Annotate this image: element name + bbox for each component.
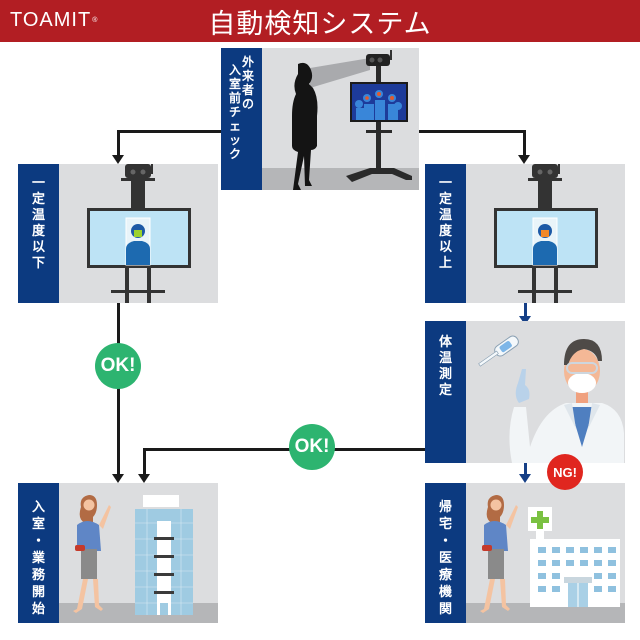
hospital-illustration (480, 495, 620, 613)
header-bar: TOAMIT® 自動検知システム (0, 0, 640, 42)
label-char: 医 (438, 551, 452, 566)
panel-enter-work: 入 室 ・ 業 務 開 始 (18, 483, 218, 623)
connector-top-left-h (117, 130, 221, 133)
connector-top-left-v (117, 130, 120, 158)
woman-icon (480, 495, 518, 613)
registered-mark: ® (92, 17, 99, 25)
label-char: 外 (242, 55, 255, 69)
label-char: 室 (228, 77, 241, 91)
label-char: 前 (228, 91, 241, 105)
doctor-coat (509, 403, 624, 463)
connector-top-right-v (523, 130, 526, 158)
entry-check-illustration (292, 50, 412, 190)
panel-below-threshold: 一 定 温 度 以 下 (18, 164, 218, 303)
label-char: ッ (228, 133, 241, 147)
label-char: 温 (31, 208, 45, 223)
arrow-down-icon (518, 155, 530, 164)
thermometer-icon (478, 335, 519, 367)
monitor-normal-illustration (87, 164, 191, 303)
label-char: チ (228, 105, 241, 119)
label-char: ・ (31, 534, 45, 549)
panel-body-temp: 体 温 測 定 (425, 321, 625, 463)
label-char: 以 (438, 240, 452, 255)
label-char: 者 (242, 83, 255, 97)
brand-name: TOAMIT (10, 9, 92, 31)
doctor-illustration (478, 335, 624, 463)
brand-logo: TOAMIT® (10, 9, 98, 32)
panel-entry-check: 入 室 前 チ ェ ッ ク 外 来 者 の (221, 48, 419, 190)
building-sign (143, 495, 179, 507)
connector-ok-v (143, 448, 146, 476)
office-building-illustration (73, 495, 193, 615)
label-char: 定 (438, 383, 452, 398)
label-char: 度 (31, 224, 45, 239)
label-go-home: 帰 宅 ・ 医 療 機 関 (425, 483, 466, 623)
connector-right-v2 (524, 462, 527, 476)
panel-go-home: 帰 宅 ・ 医 療 機 関 (425, 483, 625, 623)
page-title: 自動検知システム (208, 9, 432, 40)
label-char: 療 (438, 568, 452, 583)
label-char: 入 (228, 63, 241, 77)
connector-top-right-h (419, 130, 525, 133)
label-char: 始 (31, 602, 45, 617)
ok-badge-middle: OK! (289, 424, 335, 470)
label-char: 温 (438, 208, 452, 223)
connector-right-v1 (524, 303, 527, 318)
monitor-alert-illustration (494, 164, 598, 303)
label-char: 開 (31, 585, 45, 600)
label-char: ・ (438, 534, 452, 549)
label-below-threshold: 一 定 温 度 以 下 (18, 164, 59, 303)
face-normal-icon (134, 230, 142, 237)
connector-ok-h (143, 448, 425, 451)
label-char: 温 (438, 351, 452, 366)
label-char: 定 (438, 192, 452, 207)
arrow-down-icon (519, 316, 531, 325)
label-char: 以 (31, 240, 45, 255)
label-char: ェ (228, 119, 241, 133)
label-body-temp: 体 温 測 定 (425, 321, 466, 463)
label-char: 上 (438, 256, 452, 271)
label-char: 来 (242, 69, 255, 83)
label-char: 業 (31, 551, 45, 566)
face-mask-icon (568, 373, 596, 393)
label-char: 度 (438, 224, 452, 239)
label-char: 入 (31, 500, 45, 515)
woman-icon (73, 495, 111, 613)
stand-base (346, 168, 412, 182)
label-char: 帰 (438, 500, 452, 515)
label-char: 下 (31, 256, 45, 271)
arrow-down-icon (112, 155, 124, 164)
label-enter-work: 入 室 ・ 業 務 開 始 (18, 483, 59, 623)
camera-beam (310, 58, 370, 88)
label-char: 測 (438, 367, 452, 382)
label-char: 関 (438, 602, 452, 617)
label-char: の (242, 97, 255, 111)
face-alert-icon (541, 230, 549, 237)
woman-silhouette-icon (292, 62, 318, 190)
connector-left-v (117, 303, 120, 476)
ok-badge-left: OK! (95, 343, 141, 389)
label-char: ク (228, 147, 241, 161)
arrow-down-icon (519, 474, 531, 483)
panel-above-threshold: 一 定 温 度 以 上 (425, 164, 625, 303)
label-char: 室 (31, 517, 45, 532)
label-entry-check: 入 室 前 チ ェ ッ ク 外 来 者 の (221, 48, 262, 190)
label-char: 機 (438, 585, 452, 600)
label-char: 一 (438, 176, 452, 191)
arrow-down-icon (112, 474, 124, 483)
label-char: 宅 (438, 517, 452, 532)
medical-cross-icon (531, 511, 549, 529)
label-char: 定 (31, 192, 45, 207)
label-char: 務 (31, 568, 45, 583)
label-char: 一 (31, 176, 45, 191)
label-char: 体 (438, 335, 452, 350)
ng-badge: NG! (547, 454, 583, 490)
arrow-down-icon (138, 474, 150, 483)
label-above-threshold: 一 定 温 度 以 上 (425, 164, 466, 303)
